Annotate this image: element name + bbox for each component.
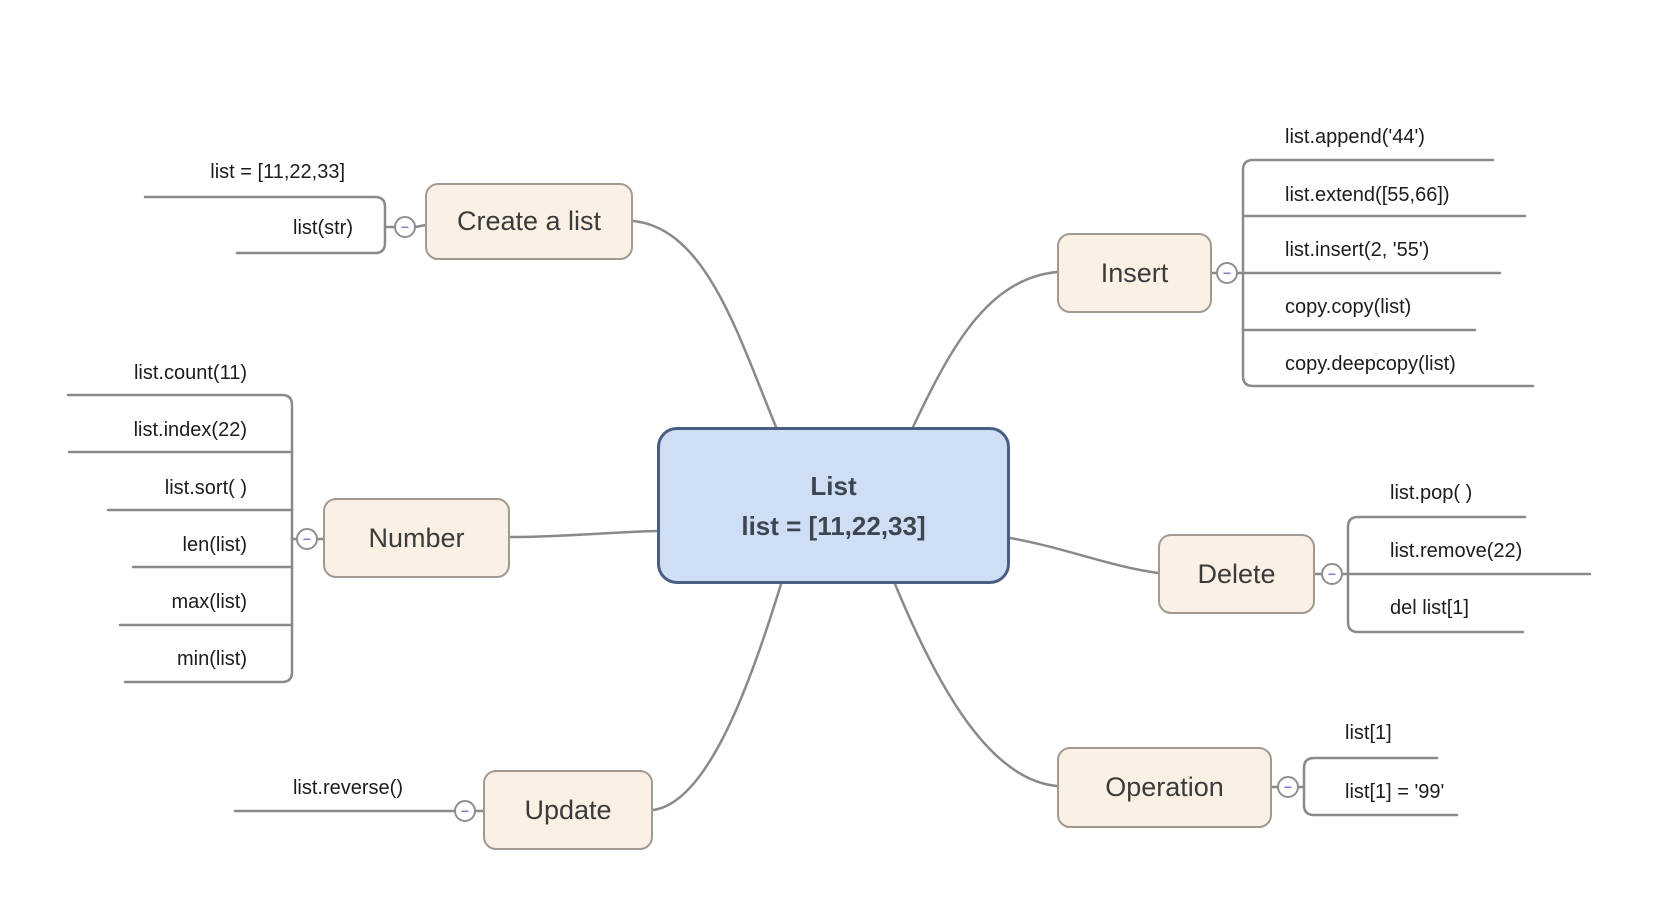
collapse-button-number[interactable]: − <box>296 528 318 550</box>
leaf-insert-1[interactable]: list.extend([55,66]) <box>1285 184 1450 206</box>
branch-node-number[interactable]: Number <box>323 498 510 578</box>
branch-node-operation[interactable]: Operation <box>1057 747 1272 828</box>
branch-label-update: Update <box>524 794 612 825</box>
branch-label-insert: Insert <box>1100 257 1169 288</box>
connector-central-insert <box>911 270 1059 429</box>
central-topic-subtitle: list = [11,22,33] <box>741 510 926 541</box>
node-link-create <box>413 223 428 229</box>
leaf-number-0[interactable]: list.count(11) <box>133 362 247 384</box>
connector-central-number <box>508 529 659 539</box>
leaf-create-0[interactable]: list = [11,22,33] <box>210 161 345 183</box>
leaf-create-1[interactable]: list(str) <box>293 217 353 239</box>
leaf-insert-4[interactable]: copy.deepcopy(list) <box>1285 353 1456 375</box>
connector-central-delete <box>1008 536 1160 575</box>
leaf-delete-0[interactable]: list.pop( ) <box>1390 482 1473 504</box>
leaf-number-3[interactable]: len(list) <box>182 534 247 556</box>
branch-label-delete: Delete <box>1197 558 1276 589</box>
leaf-insert-3[interactable]: copy.copy(list) <box>1285 296 1412 318</box>
leaf-number-2[interactable]: list.sort( ) <box>164 477 247 499</box>
leaf-update-0[interactable]: list.reverse() <box>292 777 403 799</box>
collapse-button-create[interactable]: − <box>394 216 416 238</box>
branch-node-insert[interactable]: Insert <box>1057 233 1212 313</box>
branch-label-number: Number <box>368 522 465 553</box>
leaf-delete-2[interactable]: del list[1] <box>1390 597 1469 619</box>
leaf-operation-1[interactable]: list[1] = '99' <box>1345 781 1445 803</box>
leaf-lines-create <box>143 195 387 255</box>
collapse-minus-icon: − <box>302 531 312 547</box>
collapse-minus-icon: − <box>400 219 410 235</box>
leaf-delete-1[interactable]: list.remove(22) <box>1390 540 1523 562</box>
connector-central-create <box>631 219 778 429</box>
branch-label-operation: Operation <box>1105 772 1224 802</box>
collapse-minus-icon: − <box>1327 566 1337 582</box>
leaf-number-4[interactable]: max(list) <box>171 591 247 613</box>
leaf-insert-2[interactable]: list.insert(2, '55') <box>1285 239 1430 261</box>
central-topic[interactable]: List list = [11,22,33] <box>657 427 1010 584</box>
collapse-minus-icon: − <box>1283 779 1293 795</box>
collapse-button-update[interactable]: − <box>454 800 476 822</box>
collapse-button-operation[interactable]: − <box>1277 776 1299 798</box>
branch-node-create[interactable]: Create a list <box>425 183 633 260</box>
leaf-insert-0[interactable]: list.append('44') <box>1285 126 1425 148</box>
branch-node-delete[interactable]: Delete <box>1158 534 1315 614</box>
leaf-number-5[interactable]: min(list) <box>177 648 247 670</box>
branch-label-create: Create a list <box>456 206 602 236</box>
connector-central-operation <box>893 582 1059 788</box>
collapse-minus-icon: − <box>1222 265 1232 281</box>
collapse-button-delete[interactable]: − <box>1321 563 1343 585</box>
collapse-button-insert[interactable]: − <box>1216 262 1238 284</box>
connector-central-update <box>651 582 783 812</box>
central-topic-title: List <box>810 470 857 501</box>
leaf-operation-0[interactable]: list[1] <box>1345 722 1392 744</box>
branch-node-update[interactable]: Update <box>483 770 653 850</box>
leaf-number-1[interactable]: list.index(22) <box>133 419 247 441</box>
collapse-minus-icon: − <box>460 803 470 819</box>
